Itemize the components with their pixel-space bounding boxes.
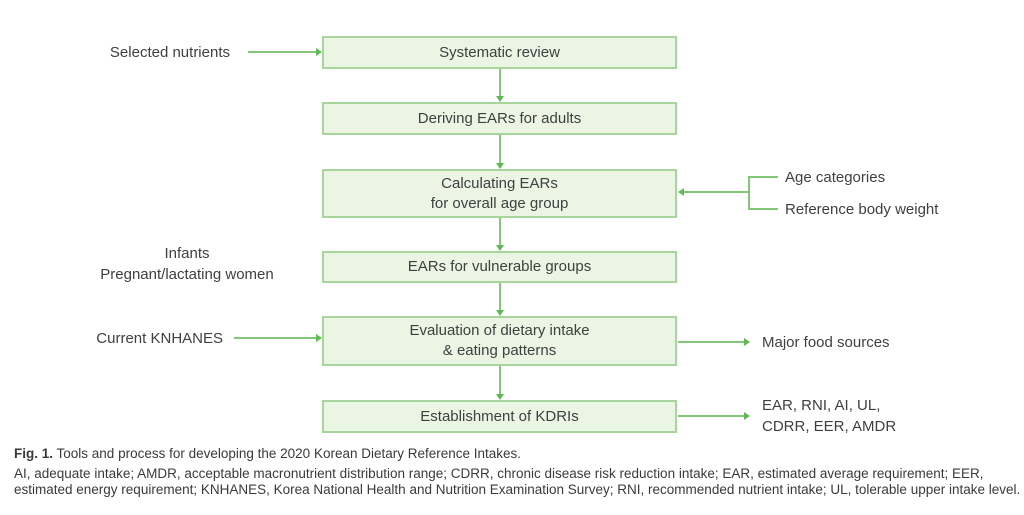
flow-box-establishment-kdris: Establishment of KDRIs xyxy=(322,400,677,433)
connector-arrow-down-2 xyxy=(496,135,504,169)
flow-box-ears-vulnerable-groups: EARs for vulnerable groups xyxy=(322,251,677,283)
flow-box-label: Evaluation of dietary intake xyxy=(409,322,590,339)
figure-caption-title: Fig. 1. Tools and process for developing… xyxy=(14,446,521,462)
figure-title-text: Tools and process for developing the 202… xyxy=(53,446,522,461)
flow-box-label: Deriving EARs for adults xyxy=(417,109,582,127)
label-major-food-sources: Major food sources xyxy=(762,334,890,351)
label-age-categories: Age categories xyxy=(785,169,886,186)
connector-arrow-down-3 xyxy=(496,218,504,251)
label-kdri-values-line2: CDRR, EER, AMDR xyxy=(762,418,897,435)
figure-caption-abbreviations-2: estimated energy requirement; KNHANES, K… xyxy=(14,482,1021,497)
connector-arrow-down-4 xyxy=(496,283,504,316)
flow-box-label: Systematic review xyxy=(439,43,560,61)
flow-box-systematic-review: Systematic review xyxy=(322,36,677,69)
connector-arrow-down-5 xyxy=(496,366,504,400)
flow-box-label: for overall age group xyxy=(430,194,569,212)
label-infants-pregnant: Infants Pregnant/lactating women xyxy=(80,243,294,285)
bracket-stub-top xyxy=(748,176,778,178)
bracket-stub-bottom xyxy=(748,208,778,210)
connector-arrow-down-1 xyxy=(496,69,504,102)
connector-arrow-major-food-sources xyxy=(678,338,750,346)
label-kdri-outputs: EAR, RNI, AI, UL, CDRR, EER, AMDR xyxy=(762,395,896,437)
label-reference-body-weight: Reference body weight xyxy=(785,201,939,218)
connector-arrow-kdri-outputs xyxy=(678,412,750,420)
flow-box-deriving-ears-adults: Deriving EARs for adults xyxy=(322,102,677,135)
connector-arrow-inputs-to-calculating xyxy=(678,188,748,196)
label-kdri-values-line1: EAR, RNI, AI, UL, xyxy=(762,397,881,414)
label-infants: Infants xyxy=(164,245,210,262)
flow-box-calculating-ears: Calculating EARs for overall age group xyxy=(322,169,677,218)
label-pregnant-lactating: Pregnant/lactating women xyxy=(100,266,274,283)
flow-box-label: Establishment of KDRIs xyxy=(420,407,579,425)
connector-arrow-knhanes xyxy=(234,334,322,342)
flow-box-dietary-evaluation: Evaluation of dietary intake & eating pa… xyxy=(322,316,677,366)
flow-box-label: & eating patterns xyxy=(442,342,557,359)
label-current-knhanes: Current KNHANES xyxy=(96,330,223,347)
figure-caption-abbreviations-1: AI, adequate intake; AMDR, acceptable ma… xyxy=(14,466,984,481)
flow-box-label: EARs for vulnerable groups xyxy=(407,258,592,275)
connector-arrow-selected-nutrients xyxy=(248,48,322,56)
label-selected-nutrients: Selected nutrients xyxy=(109,44,230,61)
flow-box-label: Calculating EARs xyxy=(441,174,558,192)
bracket-vertical-line xyxy=(748,176,750,210)
figure-number: Fig. 1. xyxy=(14,446,54,461)
